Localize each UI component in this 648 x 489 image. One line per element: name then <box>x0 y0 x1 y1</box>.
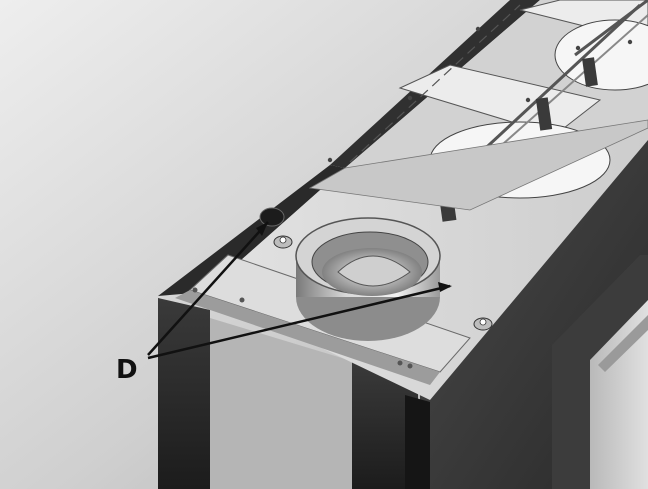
bolt-left <box>273 235 293 249</box>
cabinet-top-left-rail <box>158 165 345 296</box>
front-lower-flange <box>175 290 440 385</box>
bracket-2 <box>535 97 553 131</box>
cabinet-front-right-strip <box>405 395 430 489</box>
callout-line-to-flue <box>147 284 451 360</box>
top-hole <box>259 207 285 227</box>
bracket-3 <box>582 57 598 87</box>
cabinet-front-left-post <box>158 298 210 489</box>
round-opening-back <box>554 19 648 91</box>
dashed-edge-line <box>349 4 521 163</box>
plate-screws <box>327 26 633 163</box>
top-divider-plate <box>308 119 648 211</box>
cabinet-front-opening <box>210 318 355 489</box>
flange-screws <box>192 287 413 369</box>
side-access-opening <box>590 300 648 489</box>
callout-arrowhead-flue <box>438 282 452 292</box>
callout-arrowhead-hole <box>256 222 268 236</box>
cabinet-front-center-post <box>352 362 418 489</box>
callout-line-to-hole <box>147 221 269 356</box>
bolt-right <box>473 317 493 331</box>
side-access-inner-frame <box>598 315 648 372</box>
flue-pipe-damper <box>337 255 411 287</box>
callout-label: D <box>116 355 138 385</box>
rail-bar-3 <box>574 0 648 57</box>
